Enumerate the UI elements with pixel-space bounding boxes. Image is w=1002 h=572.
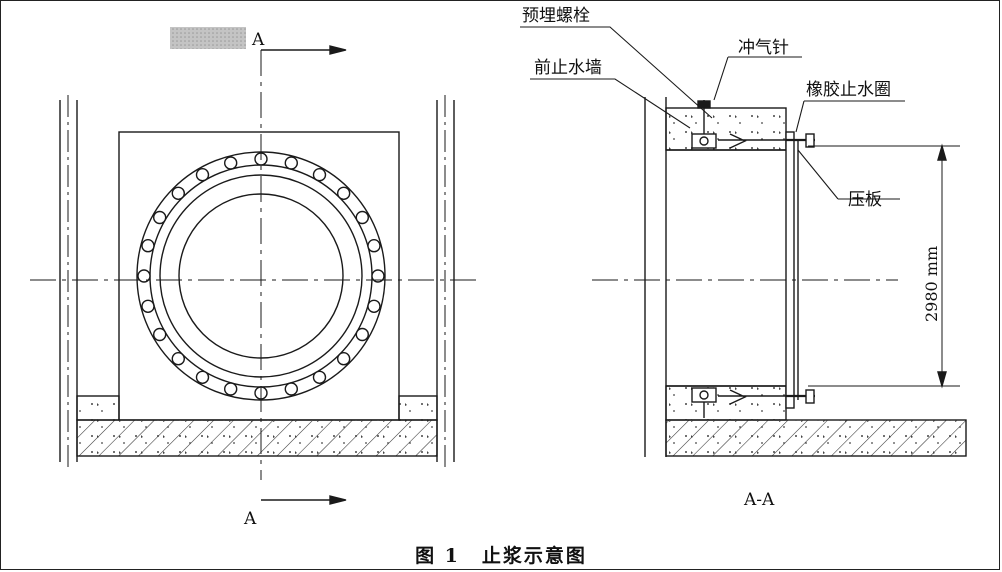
section-mark-bottom: A	[244, 509, 257, 529]
bolt-hole	[152, 210, 167, 225]
bolt-hole	[152, 327, 167, 342]
top-wall	[665, 107, 787, 151]
bolt-hole	[141, 238, 155, 253]
label-embedded-bolt: 预埋螺栓	[522, 6, 590, 26]
bolt-hole	[337, 186, 351, 201]
bolt-hole	[355, 210, 369, 225]
bolt-hole	[337, 352, 351, 366]
bolt-hole	[355, 327, 369, 342]
bolt-hole	[367, 238, 381, 253]
label-rubber-waterstop-ring: 橡胶止水圈	[806, 80, 891, 100]
label-vent-needle: 冲气针	[738, 38, 789, 58]
bolt-hole	[141, 299, 155, 313]
front-view	[30, 27, 478, 505]
bolt-hole	[371, 269, 385, 283]
dimension-label: 2980 mm	[922, 245, 941, 322]
label-front-waterstop-wall: 前止水墙	[534, 58, 602, 78]
section-title: A-A	[744, 490, 775, 510]
bolt-hole	[171, 352, 186, 366]
bolt-hole	[312, 167, 327, 182]
figure-number: 图 1	[415, 545, 460, 567]
bolt-hole	[367, 299, 381, 313]
bolt-hole	[223, 382, 238, 396]
bolt-hole	[223, 156, 238, 170]
bolt-hole	[195, 167, 210, 182]
bolt-hole	[284, 156, 298, 170]
section-mark-top: A	[252, 30, 265, 50]
figure-title: 止浆示意图	[481, 545, 587, 567]
redaction-box	[170, 27, 246, 49]
section-view	[520, 26, 967, 457]
bolt-hole	[312, 370, 327, 384]
bottom-wall	[665, 385, 787, 421]
bolt-hole	[195, 370, 210, 384]
bolt-hole	[171, 186, 186, 201]
pressure-plate	[785, 131, 795, 409]
label-pressure-plate: 压板	[848, 190, 882, 210]
bolt-hole	[284, 382, 298, 396]
figure-caption: 图 1 止浆示意图	[0, 541, 1002, 568]
bolt-hole	[137, 269, 151, 283]
